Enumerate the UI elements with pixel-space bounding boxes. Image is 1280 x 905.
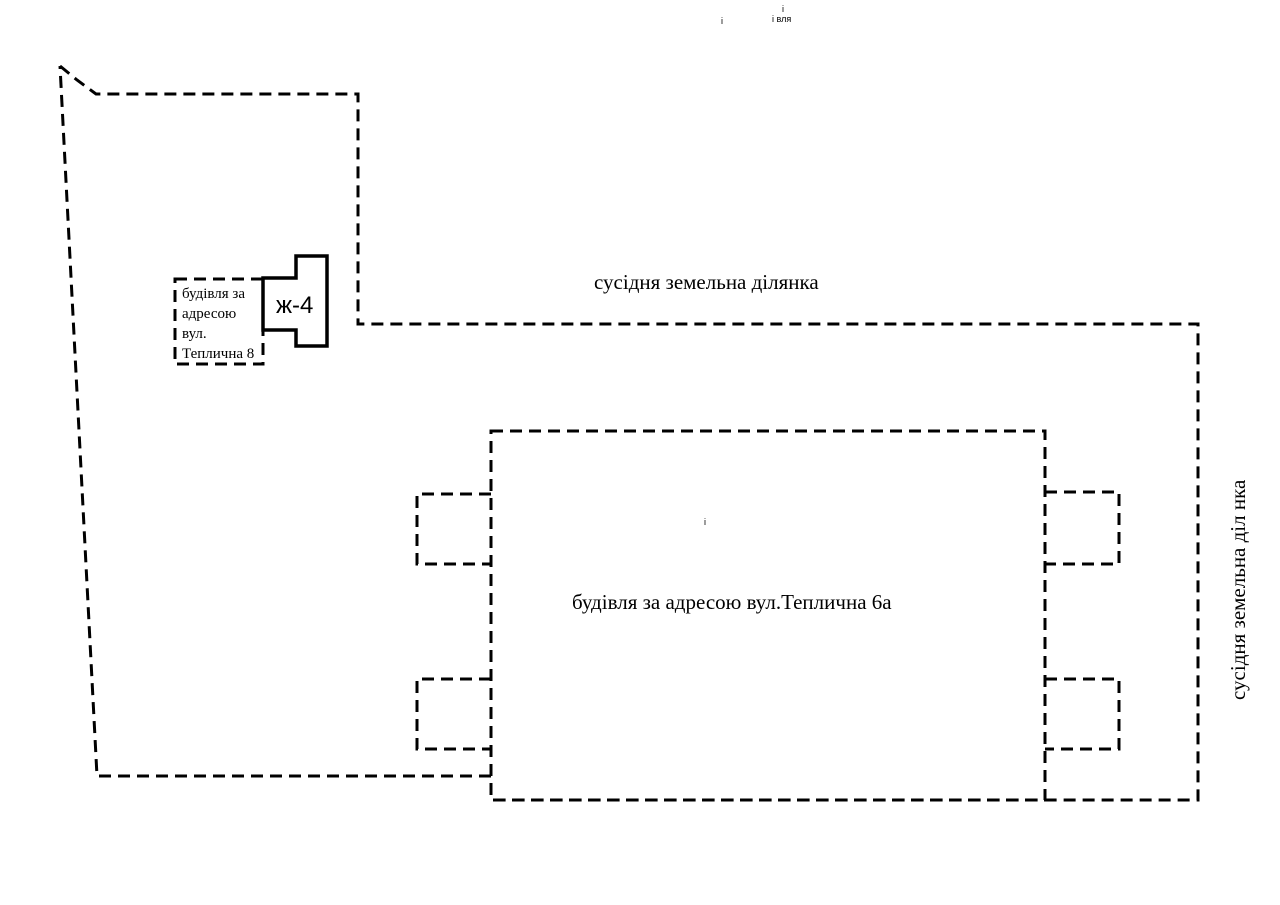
small-building-outline (173, 277, 265, 366)
house-zh4-outline (261, 254, 329, 348)
left-annex-bottom (415, 677, 491, 751)
house-zh4-label: ж-4 (276, 292, 313, 319)
right-annex-bottom (1045, 677, 1121, 751)
main-building-label: будівля за адресою вул.Теплична 6а (572, 590, 892, 614)
header-mark-1: і (721, 16, 723, 26)
header-mark-2: і (782, 4, 784, 14)
small-building-label-line-4: Теплична 8 (182, 346, 254, 362)
neighbor-plot-label-top: сусідня земельна ділянка (594, 270, 819, 294)
small-building-label-line-2: адресою (182, 306, 236, 322)
small-building-label-line-1: будівля за (182, 286, 245, 302)
neighbor-plot-label-right: сусідня земельна діл нка (1226, 479, 1250, 700)
site-boundary (58, 64, 1200, 802)
header-mark-3: і вля (772, 14, 791, 24)
right-annex-top (1045, 490, 1121, 566)
main-building-outline (489, 429, 1047, 802)
left-annex-top (415, 492, 491, 566)
main-building-mark: і (704, 517, 706, 527)
small-building-label-line-3: вул. (182, 326, 207, 342)
